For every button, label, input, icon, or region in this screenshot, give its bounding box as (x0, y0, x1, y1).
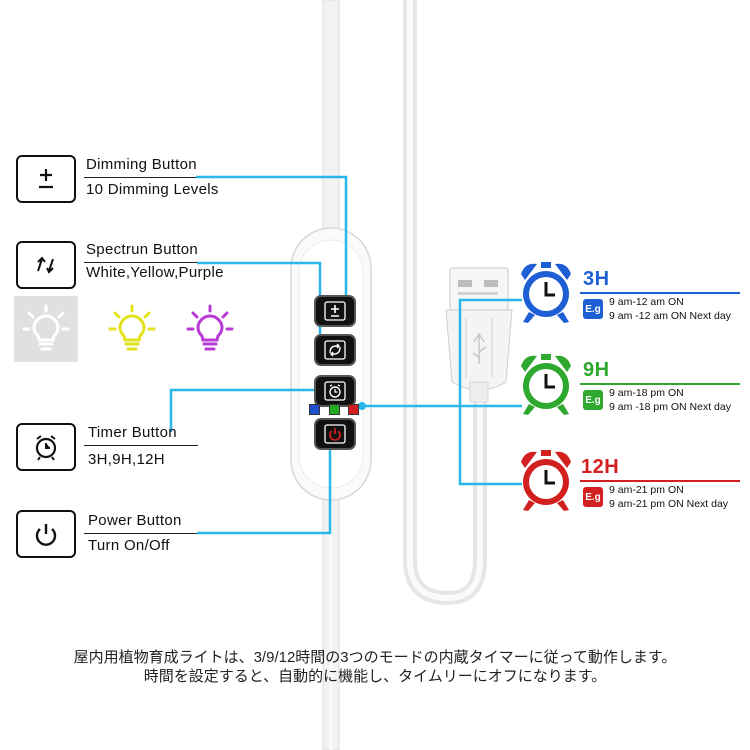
timer-3h-line1: 9 am-12 am ON (609, 296, 684, 308)
led-blue (309, 404, 320, 415)
plus-minus-icon (39, 169, 53, 189)
timer-12h-line1: 9 am-21 pm ON (609, 484, 684, 496)
dimming-desc: 10 Dimming Levels (86, 181, 219, 198)
cycle-arrows-icon (324, 340, 346, 360)
timer-12h-rule (580, 480, 740, 482)
alarm-clock-icon (324, 381, 346, 401)
timer-3h-label: 3H (583, 268, 610, 290)
bulb-icon (186, 304, 234, 351)
led-indicators (309, 404, 359, 415)
timer-rule (84, 445, 198, 446)
timer-12h-eg-badge: E.g (583, 487, 603, 507)
timer-icon-box (16, 423, 76, 471)
spectrum-title: Spectrun Button (86, 241, 199, 258)
power-rule (84, 533, 197, 534)
alarm-clock-icon (35, 435, 57, 461)
white-bulb (14, 296, 78, 362)
power-icon-box (16, 510, 76, 558)
bulb-icon (108, 304, 156, 351)
spectrum-icon-box (16, 241, 76, 289)
timer-desc: 3H,9H,12H (88, 451, 165, 468)
yellow-bulb (100, 296, 164, 362)
bulb-icon (22, 304, 70, 351)
caption-line-2: 時間を設定すると、自動的に機能し、タイムリーにオフになります。 (143, 668, 607, 685)
power-icon (324, 424, 346, 444)
timer-9h-eg-badge: E.g (583, 390, 603, 410)
cycle-arrows-icon (37, 256, 54, 274)
timer-9h-line2: 9 am -18 pm ON Next day (609, 401, 731, 413)
timer-9h-label: 9H (583, 359, 610, 381)
led-red (348, 404, 359, 415)
timer-3h-line2: 9 am -12 am ON Next day (609, 310, 731, 322)
spectrum-desc: White,Yellow,Purple (86, 264, 224, 281)
timer-title: Timer Button (88, 424, 177, 441)
timer-12h-line2: 9 am-21 pm ON Next day (609, 498, 729, 510)
caption-line-1: 屋内用植物育成ライトは、3/9/12時間の3つのモードの内蔵タイマーに従って動作… (73, 649, 677, 666)
power-title: Power Button (88, 512, 182, 529)
alarm-clock-icon (521, 262, 571, 323)
plus-minus-icon (324, 301, 346, 321)
power-desc: Turn On/Off (88, 537, 170, 554)
alarm-clock-icon (521, 450, 571, 511)
controller-power-button[interactable] (314, 418, 356, 450)
timer-9h-line1: 9 am-18 pm ON (609, 387, 684, 399)
led-green (328, 404, 340, 415)
controller-spectrum-button[interactable] (314, 334, 356, 366)
power-icon (35, 524, 57, 546)
purple-bulb (178, 296, 242, 362)
timer-3h-eg-badge: E.g (583, 299, 603, 319)
dimming-icon-box (16, 155, 76, 203)
timer-3h-rule (580, 292, 740, 294)
alarm-clock-icon (521, 354, 571, 415)
dimming-title: Dimming Button (86, 156, 197, 173)
controller-timer-button[interactable] (314, 375, 356, 407)
usb-plug (445, 267, 513, 403)
controller-dimming-button[interactable] (314, 295, 356, 327)
timer-9h-rule (580, 383, 740, 385)
dimming-rule (84, 177, 196, 178)
timer-12h-label: 12H (581, 456, 620, 478)
spectrum-rule (84, 262, 197, 263)
